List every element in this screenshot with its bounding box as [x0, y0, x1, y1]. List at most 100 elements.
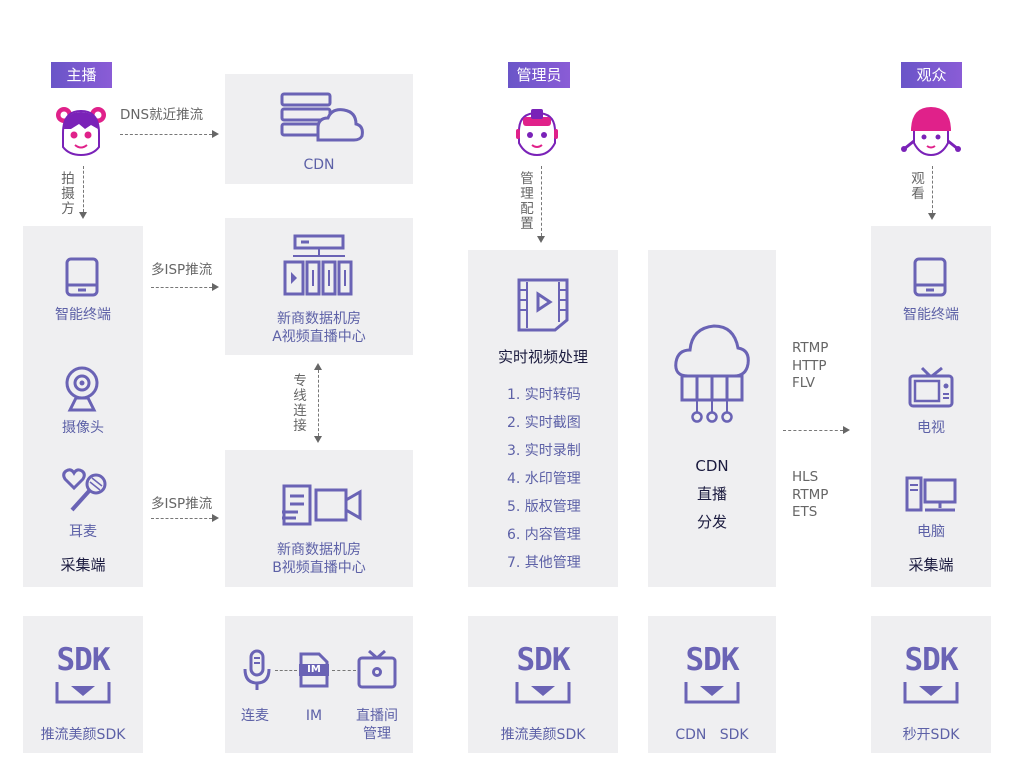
room-a-line1: 新商数据机房: [277, 311, 361, 327]
cdn-distribution-box: CDN 直播 分发: [648, 250, 776, 587]
watch-arrow: [932, 166, 933, 213]
sdk-box-4: SDK CDN SDK: [648, 616, 776, 753]
sdk-label-5: 秒开SDK: [902, 727, 960, 743]
role-tag-audience: 观众: [901, 62, 962, 88]
processing-item: 6. 内容管理: [507, 527, 581, 543]
protocol-rtmp: RTMP: [792, 340, 829, 356]
watch-label: 观看: [911, 171, 925, 202]
capture-device2-label: 摄像头: [62, 420, 104, 436]
protocol-http: HTTP: [792, 357, 827, 374]
sdk-connector-1: [275, 670, 297, 671]
dedicated-arrowhead-up: [314, 363, 322, 370]
player-device3-label: 电脑: [917, 524, 945, 540]
processing-item: 2. 实时截图: [507, 415, 581, 431]
dedicated-label: 专线连接: [293, 373, 307, 434]
isp-a-label: 多ISP推流: [151, 262, 213, 278]
player-title: 采集端: [908, 556, 954, 574]
sdk-icon: SDK: [903, 642, 959, 704]
im-icon: IM: [299, 652, 329, 688]
sdk-mic-label: 连麦: [241, 708, 269, 724]
player-device1-label: 智能终端: [903, 307, 959, 323]
room-b-line1: 新商数据机房: [277, 542, 361, 558]
isp-b-arrowhead: [212, 514, 219, 522]
cdn-node-box: CDN: [225, 74, 413, 184]
protocol-hls: HLS: [792, 469, 819, 485]
sdk-label-3: 推流美颜SDK: [500, 727, 586, 743]
computer-icon: [905, 476, 957, 512]
admin-avatar-icon: [516, 109, 558, 157]
protocol-flv: FLV: [792, 375, 816, 391]
room-b-line2: B视频直播中心: [272, 560, 366, 576]
protocol-group-2: HLS RTMP ETS: [792, 469, 828, 522]
distribute-arrow: [783, 430, 843, 431]
dns-push-arrowhead: [212, 130, 219, 138]
manage-label: 管理配置: [520, 171, 534, 232]
shoot-arrow: [83, 166, 84, 212]
cdn-node-label: CDN: [303, 157, 335, 173]
microphone-icon: [243, 649, 271, 690]
sdk-icon-text: SDK: [516, 642, 571, 678]
headset-mic-icon: [62, 468, 107, 512]
sdk-icon-text: SDK: [56, 642, 111, 678]
capture-device3-label: 耳麦: [69, 524, 97, 540]
processing-item: 4. 水印管理: [507, 471, 581, 487]
manage-arrow: [541, 166, 542, 236]
tv-icon: [908, 366, 954, 408]
protocol-ets: ETS: [792, 504, 818, 520]
processing-item: 7. 其他管理: [507, 555, 581, 571]
cdn-dist-line1: CDN: [695, 457, 729, 475]
video-document-icon: [282, 484, 362, 526]
sdk-box-3: SDK 推流美颜SDK: [468, 616, 618, 753]
camera-icon: [65, 366, 99, 412]
capture-title: 采集端: [60, 556, 106, 574]
isp-b-arrow: [151, 518, 212, 519]
sdk-icon-text: SDK: [685, 642, 740, 678]
distribute-arrowhead: [843, 426, 850, 434]
sdk-box-5: SDK 秒开SDK: [871, 616, 991, 753]
processing-item: 3. 实时录制: [507, 443, 581, 459]
sdk-label-4: CDN SDK: [675, 727, 749, 743]
sdk-icon: SDK: [55, 642, 111, 704]
watch-arrowhead: [928, 213, 936, 220]
room-b-box: 新商数据机房 B视频直播中心: [225, 450, 413, 587]
room-a-line2: A视频直播中心: [272, 329, 366, 345]
sdk-icon: SDK: [684, 642, 740, 704]
sdk-room-label: 直播间: [356, 708, 398, 724]
dns-push-arrow: [120, 134, 212, 135]
processing-item: 1. 实时转码: [507, 387, 581, 403]
cdn-dist-line3: 分发: [696, 513, 727, 531]
capture-column-box: 智能终端 摄像头 耳麦 采集端: [23, 226, 143, 587]
cdn-dist-line2: 直播: [696, 485, 727, 503]
shoot-arrowhead: [79, 212, 87, 219]
player-column-box: 智能终端 电视 电脑 采集端: [871, 226, 991, 587]
protocol-group-1: RTMP HTTP FLV: [792, 340, 828, 393]
protocol-rtmp-2: RTMP: [792, 486, 829, 503]
dns-push-label: DNS就近推流: [120, 107, 204, 123]
role-tag-admin: 管理员: [508, 62, 570, 88]
video-file-icon: [517, 278, 569, 332]
isp-a-arrowhead: [212, 283, 219, 291]
im-icon-badge: IM: [307, 664, 321, 675]
cdn-server-cloud-icon: [280, 92, 364, 142]
processing-item: 5. 版权管理: [507, 499, 581, 515]
isp-b-label: 多ISP推流: [151, 496, 213, 512]
manage-arrowhead: [537, 236, 545, 243]
sdk-connector-2: [332, 670, 356, 671]
player-device2-label: 电视: [917, 420, 945, 436]
server-room-icon: [283, 234, 353, 296]
anchor-avatar-icon: [56, 107, 106, 157]
sdk-box-2: IM 连麦 IM 直播间 管理: [225, 616, 413, 753]
sdk-label-1: 推流美颜SDK: [40, 727, 126, 743]
smart-terminal-icon: [913, 257, 947, 297]
sdk-im-label: IM: [305, 708, 323, 724]
isp-a-arrow: [151, 287, 212, 288]
capture-device1-label: 智能终端: [55, 307, 111, 323]
sdk-icon: SDK: [515, 642, 571, 704]
dedicated-arrow: [318, 370, 319, 436]
room-a-box: 新商数据机房 A视频直播中心: [225, 218, 413, 355]
processing-box: 实时视频处理 1. 实时转码 2. 实时截图 3. 实时录制 4. 水印管理 5…: [468, 250, 618, 587]
smart-terminal-icon: [65, 257, 99, 297]
dedicated-arrowhead-down: [314, 436, 322, 443]
cloud-network-icon: [674, 324, 750, 423]
processing-list: 1. 实时转码 2. 实时截图 3. 实时录制 4. 水印管理 5. 版权管理 …: [507, 381, 581, 577]
